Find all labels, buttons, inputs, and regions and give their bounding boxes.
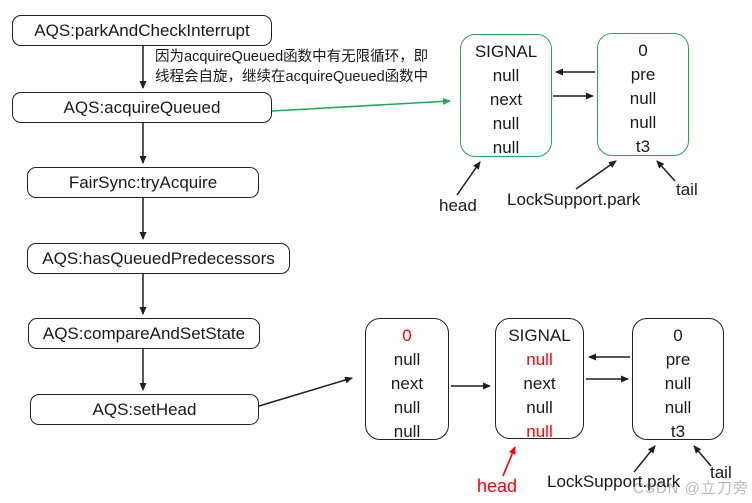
top-tail-node: 0 pre null null t3 (597, 33, 689, 156)
spin-loop-green-arrow (271, 97, 451, 112)
node-field: null (492, 138, 520, 157)
flow-step-set-head: AQS:setHead (30, 394, 259, 425)
flow-step-try-acquire: FairSync:tryAcquire (27, 167, 259, 198)
node-field: null (664, 374, 692, 393)
node-field: null (526, 398, 553, 417)
bottom-tail-node: 0 pre null null t3 (632, 318, 724, 441)
node-field: t3 (670, 422, 686, 441)
bottom-head-pointer-arrow (502, 446, 516, 477)
top-head-label: head (439, 196, 477, 215)
top-locksupport-park-label: LockSupport.park (507, 190, 641, 209)
node-field: SIGNAL (474, 42, 538, 61)
node-field: null (393, 350, 421, 369)
node-field: null (629, 113, 657, 132)
node-field: null (526, 422, 553, 441)
node-field: null (664, 398, 692, 417)
bottom-new-head-node: SIGNAL null next null null (495, 318, 584, 441)
bottom-locksupport-park-label: LockSupport.park (547, 472, 681, 491)
csdn-watermark: CSDN @立刀旁 (633, 480, 749, 497)
top-tail-pointer-arrow (656, 160, 676, 182)
bottom-tail-pointer-arrow (693, 445, 712, 467)
loop-annotation: 因为acquireQueued函数中有无限循环，即 线程会自旋，继续在acqui… (155, 47, 428, 87)
node-field: null (492, 114, 520, 133)
bottom-head-label: head (477, 476, 518, 496)
top-head-node: SIGNAL null next null null (460, 34, 552, 157)
top-tail-label: tail (676, 180, 698, 199)
bottom-tail-label: tail (710, 463, 732, 482)
node-field: pre (665, 350, 691, 369)
node-field: null (492, 66, 520, 85)
node-field: t3 (635, 137, 651, 156)
node-field: 0 (402, 326, 412, 345)
set-head-arrow (258, 376, 353, 407)
loop-annotation-line2: 线程会自旋，继续在acquireQueued函数中 (155, 69, 429, 85)
node-field: next (489, 90, 523, 109)
top-park-pointer-arrow (575, 160, 617, 190)
node-field: 0 (673, 326, 683, 345)
flow-step-compare-and-set-state: AQS:compareAndSetState (28, 318, 260, 349)
top-head-pointer-arrow (456, 161, 481, 196)
node-field: null (393, 398, 421, 417)
bottom-park-pointer-arrow (633, 445, 656, 473)
node-field: next (523, 374, 556, 393)
node-field: 0 (638, 41, 648, 60)
node-field: null (393, 422, 421, 441)
bottom-old-head-node: 0 null next null null (365, 318, 449, 441)
loop-annotation-line1: 因为acquireQueued函数中有无限循环，即 (155, 49, 429, 65)
node-field: null (526, 350, 553, 369)
node-field: SIGNAL (508, 326, 571, 345)
flow-step-acquire-queued: AQS:acquireQueued (12, 92, 272, 123)
flow-step-has-queued-predecessors: AQS:hasQueuedPredecessors (27, 243, 290, 274)
flow-step-park-and-check-interrupt: AQS:parkAndCheckInterrupt (12, 15, 272, 46)
node-field: pre (630, 65, 656, 84)
node-field: next (390, 374, 424, 393)
node-field: null (629, 89, 657, 108)
